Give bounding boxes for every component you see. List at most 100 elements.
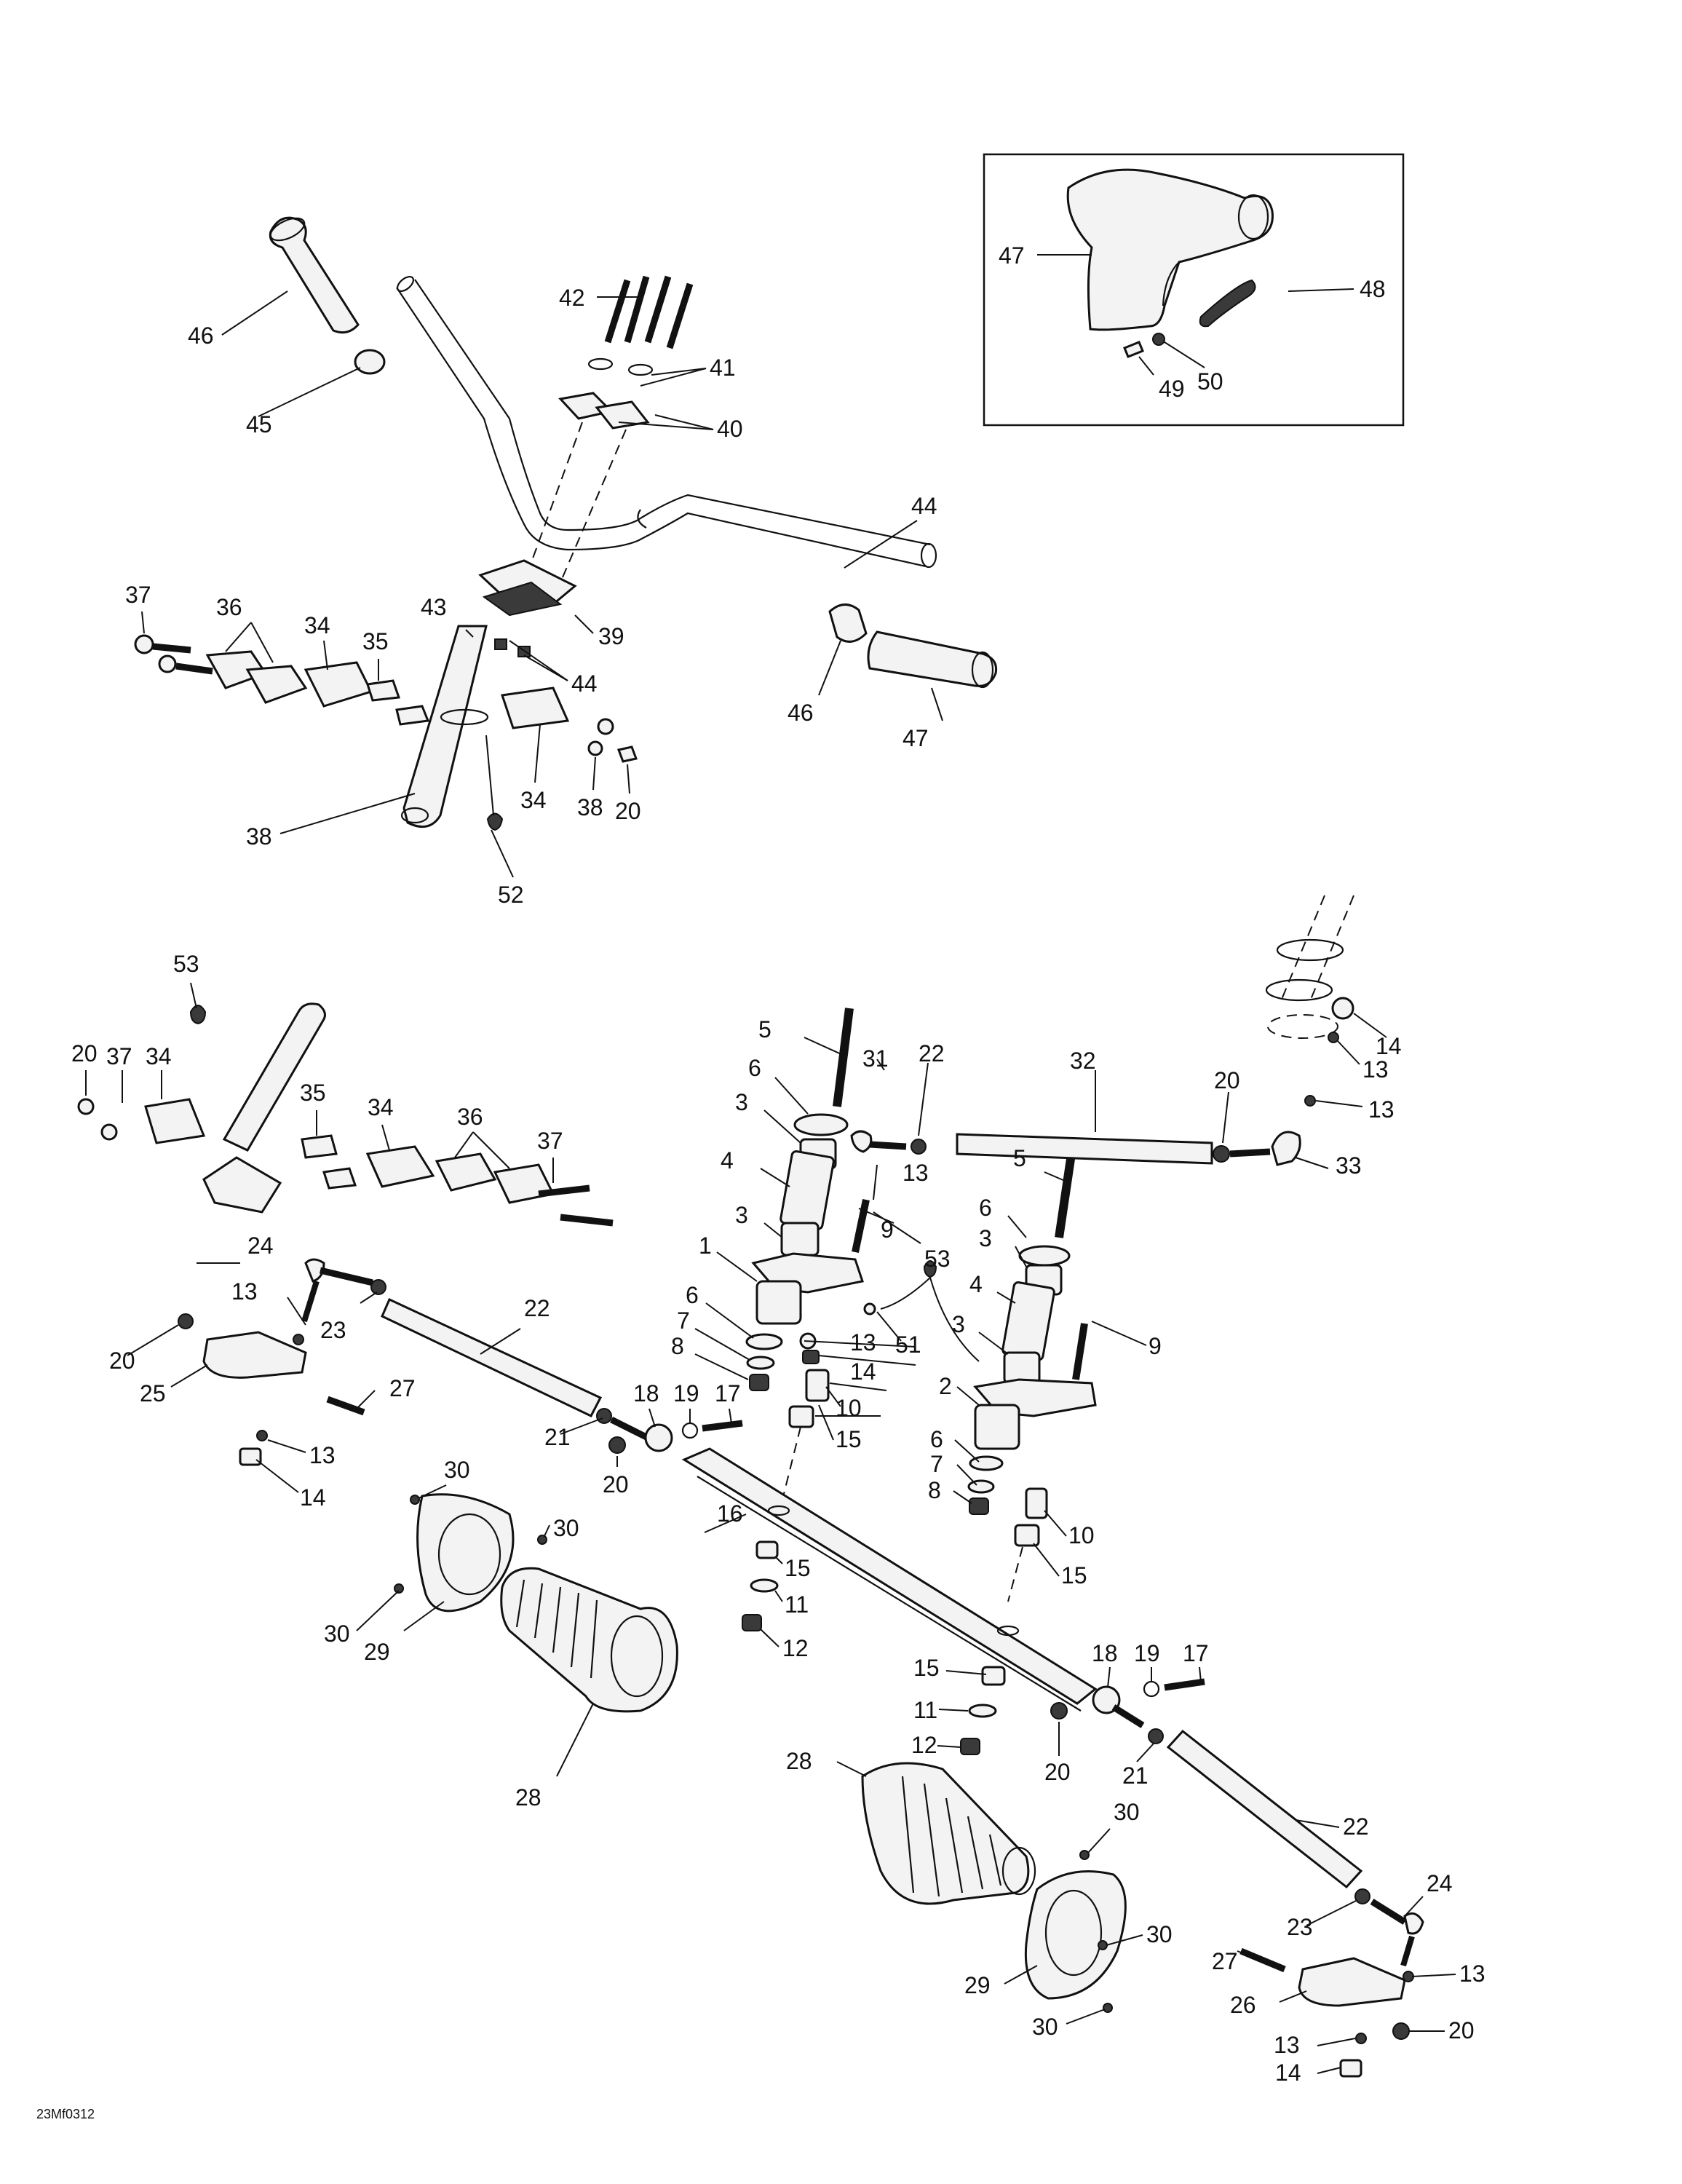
nut-20-lower (77, 1098, 95, 1115)
handlebar-tube-end (920, 542, 937, 569)
callout-34-top: 34 (304, 612, 330, 638)
handlebar-bolts (604, 275, 694, 349)
ball-joint-24-left (304, 1258, 325, 1283)
callout-52: 51 (895, 1332, 921, 1358)
callout-7-left: 7 (677, 1307, 690, 1334)
callout-18-right: 18 (1092, 1640, 1118, 1666)
tie-rod-22-right (1166, 1729, 1363, 1889)
screw-30-b (537, 1535, 547, 1545)
right-tie-rod (1050, 1678, 1424, 2078)
plate-29-right (1024, 1870, 1127, 2000)
handlebar-assembly (134, 216, 998, 831)
screw-30-d (1079, 1850, 1090, 1860)
screw-30-a (410, 1495, 420, 1505)
nut-14-arm-right (1339, 2059, 1362, 2078)
callout-25: 25 (140, 1380, 166, 1406)
link-plate-36-lower-b (493, 1163, 555, 1204)
nut-44-b (494, 638, 507, 650)
ball-joint-24-right (1403, 1912, 1424, 1935)
callout-49: 48 (1360, 276, 1386, 302)
grease-53-center (923, 1260, 937, 1278)
callout-12-right: 12 (911, 1732, 937, 1758)
callout-36-left: 36 (457, 1104, 483, 1130)
callout-36-top: 36 (216, 594, 242, 620)
bolt-head-37 (134, 634, 154, 654)
boots-and-plates (394, 1493, 1127, 2013)
callout-13-right-a: 13 (1459, 1961, 1485, 1987)
steering-column-lower (222, 1002, 326, 1152)
nut-21-left (596, 1408, 612, 1424)
callout-16: 16 (717, 1500, 743, 1527)
callout-34-mid: 34 (520, 787, 547, 813)
callout-14-left: 14 (300, 1484, 326, 1511)
callout-48: 47 (999, 242, 1025, 269)
callout-11-left: 11 (785, 1591, 809, 1618)
callout-29-left: 29 (364, 1639, 390, 1665)
washer-13-arm-left (293, 1334, 304, 1345)
callout-30-e: 30 (1146, 1921, 1173, 1947)
drawing-code: 23Mf0312 (36, 2107, 95, 2121)
callout-17-left: 17 (715, 1380, 741, 1406)
callout-53-left: 53 (173, 951, 199, 977)
callout-20-arm-right: 20 (1448, 2017, 1475, 2043)
nut-23-right (1354, 1888, 1370, 1904)
grip-insert (1199, 279, 1256, 328)
callout-23-right: 23 (1287, 1914, 1313, 1940)
steering-column-upper (402, 625, 488, 828)
washer-b (627, 363, 654, 376)
callout-3-left-b: 3 (735, 1202, 748, 1228)
bushing-15 (788, 1405, 814, 1428)
callout-44-top: 43 (421, 594, 447, 620)
callout-19-right: 19 (1134, 1640, 1160, 1666)
grip-housing (1066, 168, 1274, 331)
spacer-35-lower (301, 1134, 338, 1159)
callout-35-left: 35 (300, 1080, 326, 1106)
callout-46-left: 45 (246, 411, 272, 438)
callout-15-bar: 15 (785, 1555, 811, 1581)
washer-38 (587, 740, 603, 756)
boot-28-right (861, 1762, 1030, 1905)
boot-28-right-folds (901, 1776, 1002, 1897)
nut-14-top (1331, 997, 1354, 1020)
column-collar (440, 708, 489, 726)
small-nut (1152, 333, 1165, 346)
washer-13-top (1328, 1032, 1339, 1043)
callout-23-left: 23 (320, 1317, 346, 1343)
callout-6-left-b: 6 (686, 1282, 699, 1308)
callout-37-top: 37 (125, 582, 151, 608)
boot-28-left (500, 1567, 678, 1713)
callout-30-b: 30 (553, 1515, 579, 1541)
nut-12 (742, 1614, 762, 1631)
guide-line-2 (560, 429, 627, 583)
grease-53-lower (189, 1005, 207, 1025)
nut-23-left (370, 1279, 386, 1295)
tie-rod-22-left (381, 1297, 603, 1417)
callout-33: 33 (1336, 1152, 1362, 1179)
callout-28-left: 28 (515, 1784, 542, 1811)
callout-8-right: 8 (928, 1477, 941, 1503)
steering-arm-1-hub (755, 1280, 802, 1325)
screw-30-c (394, 1583, 404, 1594)
callout-30-d: 30 (1114, 1799, 1140, 1825)
callout-22-right: 22 (1343, 1813, 1369, 1840)
bolt-head-37b (158, 654, 177, 673)
callout-27-right: 27 (1212, 1948, 1238, 1974)
grease-fitting-52 (863, 1302, 876, 1315)
callout-24-right: 24 (1427, 1870, 1453, 1896)
spacer-35-lower-b (322, 1167, 357, 1190)
callout-27-left: 27 (389, 1375, 416, 1401)
callout-42: 41 (710, 355, 736, 381)
left-grip (269, 216, 360, 334)
callout-53-center: 53 (924, 1246, 951, 1272)
callout-10-right: 10 (1068, 1522, 1095, 1548)
callout-23-top: 22 (919, 1040, 945, 1067)
callout-15-bar-b: 15 (913, 1655, 940, 1681)
callout-21-right: 21 (1122, 1762, 1149, 1789)
column-ring-c (1267, 1014, 1338, 1039)
link-block-34b (501, 687, 570, 729)
rod-end-18-right (1092, 1685, 1121, 1714)
callout-15-right: 15 (1061, 1562, 1087, 1588)
callout-20-arm-left: 20 (109, 1348, 135, 1374)
guide-line-4 (1007, 1546, 1023, 1602)
grease-53 (486, 812, 504, 831)
